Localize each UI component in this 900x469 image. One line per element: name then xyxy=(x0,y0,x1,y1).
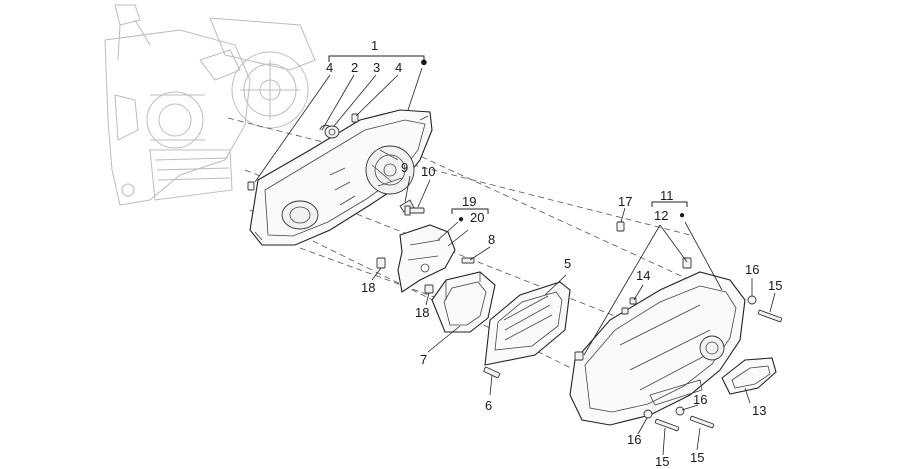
washer-16b xyxy=(675,406,685,416)
callout-18a: 18 xyxy=(361,280,375,295)
callout-10: 10 xyxy=(421,164,435,179)
bullet-marker-1: ● xyxy=(420,54,428,69)
leader-lines xyxy=(254,67,776,456)
bullet-marker-11: ● xyxy=(679,210,685,221)
callout-7: 7 xyxy=(420,352,427,367)
filter-element-5 xyxy=(484,281,571,366)
callout-16a: 16 xyxy=(745,262,759,277)
callout-20: 20 xyxy=(470,210,484,225)
long-bolt-15a xyxy=(757,309,783,323)
washer-16c xyxy=(643,409,653,419)
bracket-11 xyxy=(651,201,688,207)
callout-13: 13 xyxy=(752,403,766,418)
inner-transmission-cover xyxy=(249,109,433,246)
callout-17: 17 xyxy=(618,194,632,209)
callout-14: 14 xyxy=(636,268,650,283)
long-bolt-15b xyxy=(689,415,715,429)
dowel-pin-4a xyxy=(247,181,255,191)
callout-2: 2 xyxy=(351,60,358,75)
emblem-badge-13 xyxy=(721,357,777,395)
washer-16a xyxy=(747,295,757,305)
callout-15b: 15 xyxy=(655,454,669,469)
callout-19: 19 xyxy=(462,194,476,209)
bolt-12 xyxy=(574,257,692,361)
air-duct-7 xyxy=(431,271,496,333)
bracket-19 xyxy=(451,208,489,214)
bearing-3 xyxy=(324,125,340,139)
callout-3: 3 xyxy=(373,60,380,75)
callout-16b: 16 xyxy=(693,392,707,407)
callout-16c: 16 xyxy=(627,432,641,447)
callout-1: 1 xyxy=(371,38,378,53)
callout-15c: 15 xyxy=(690,450,704,465)
callout-5: 5 xyxy=(564,256,571,271)
outer-transmission-cover-11 xyxy=(569,271,746,426)
engine-block-ghost xyxy=(104,4,316,206)
long-bolt-15c xyxy=(654,418,680,432)
callout-18b: 18 xyxy=(415,305,429,320)
callout-9: 9 xyxy=(401,160,408,175)
callout-12: 12 xyxy=(654,208,668,223)
callout-6: 6 xyxy=(485,398,492,413)
callout-11: 11 xyxy=(660,188,674,203)
duct-bracket-19 xyxy=(397,224,456,293)
bolt-18b xyxy=(424,284,434,294)
screw-10 xyxy=(404,205,425,216)
bullet-marker-19: ● xyxy=(458,214,464,225)
screw-6 xyxy=(483,366,501,379)
screw-17 xyxy=(616,221,625,232)
callout-4a: 4 xyxy=(326,60,333,75)
bolt-18a xyxy=(376,257,386,269)
callout-8: 8 xyxy=(488,232,495,247)
bracket-1 xyxy=(328,55,425,62)
callout-15a: 15 xyxy=(768,278,782,293)
callout-4b: 4 xyxy=(395,60,402,75)
